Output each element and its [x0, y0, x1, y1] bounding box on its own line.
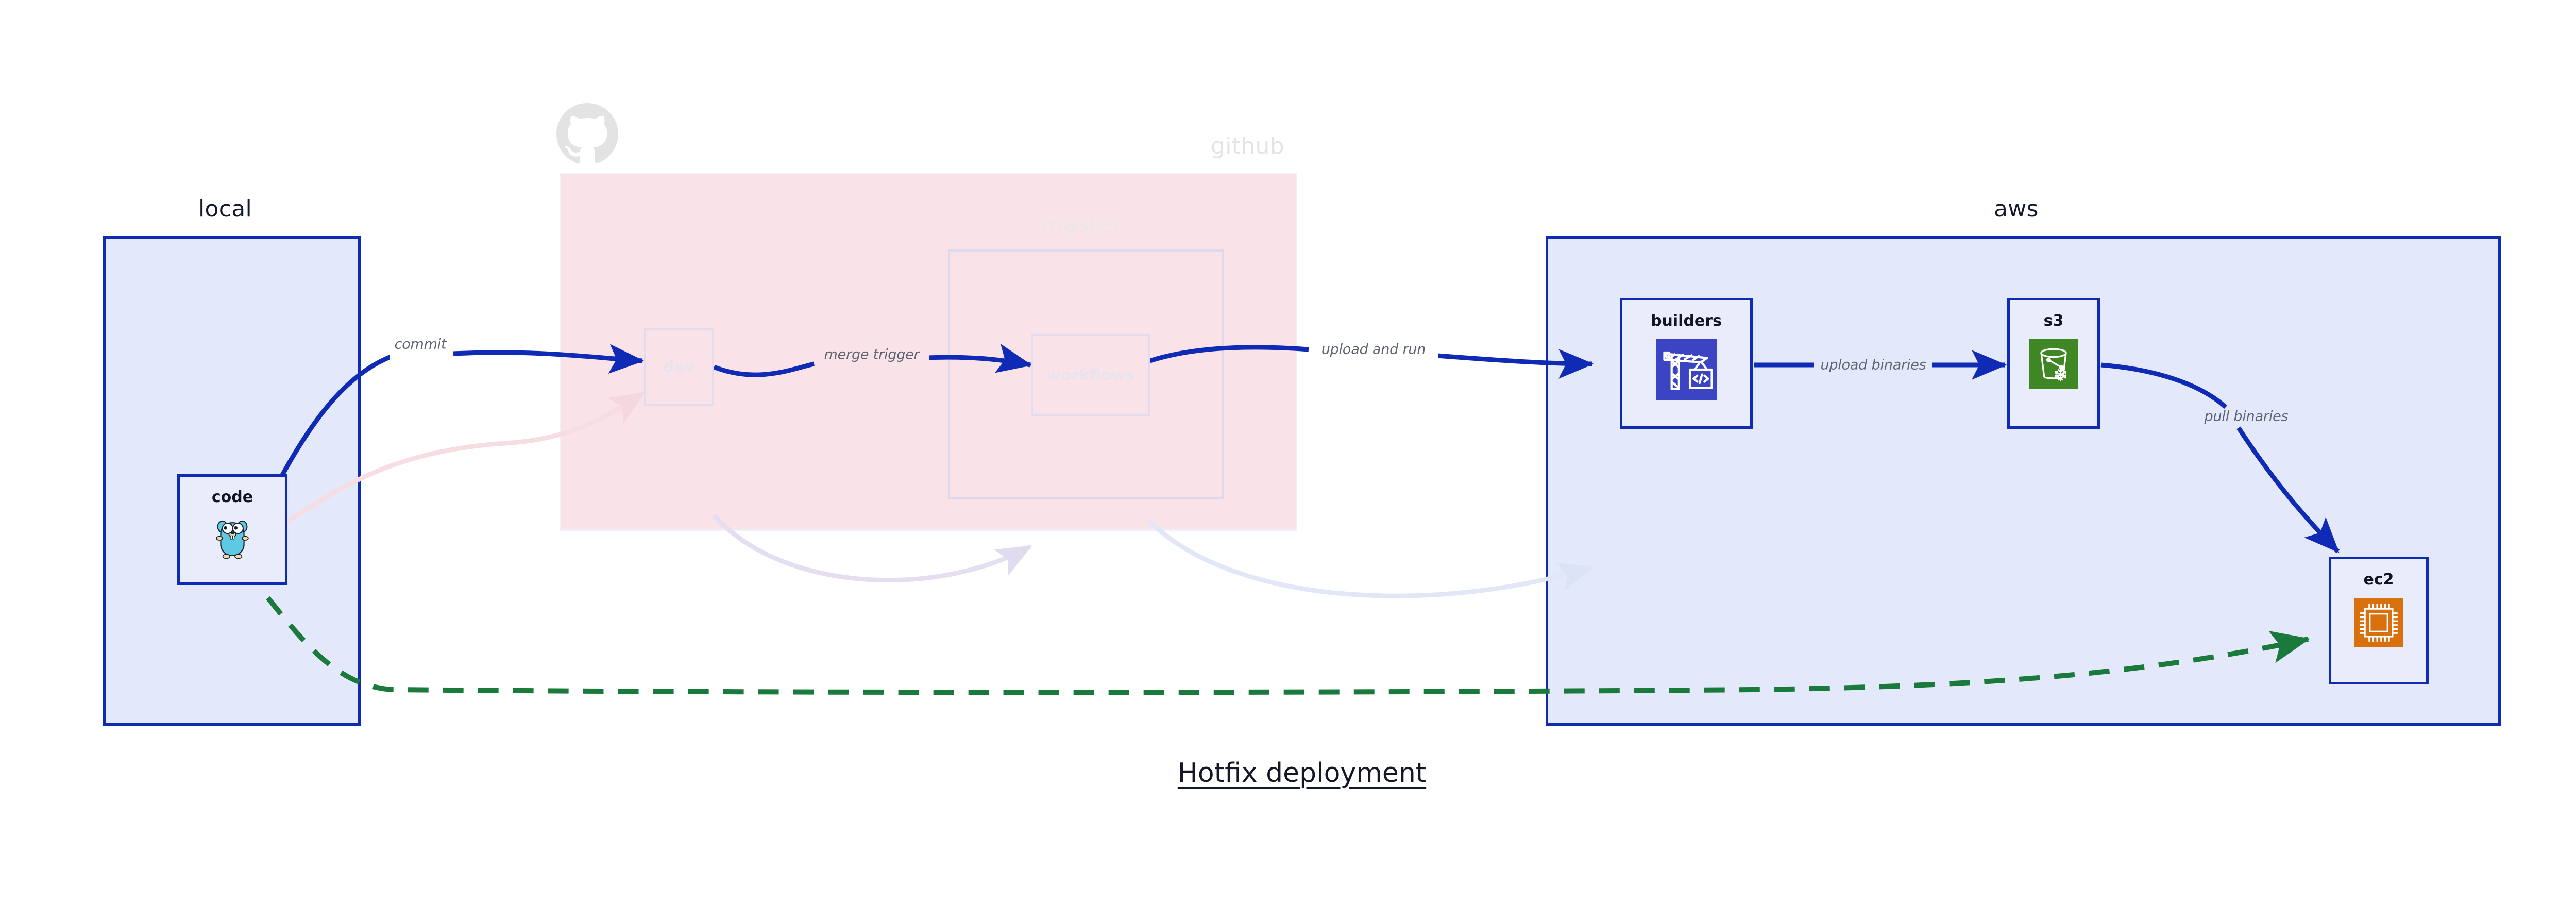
edge-upload-and-run-line — [1149, 345, 1309, 363]
label-mask-commit — [390, 342, 451, 363]
edge-label-upload-binaries: upload binaries — [1820, 357, 1926, 373]
node-label-ec2: ec2 — [2363, 571, 2394, 589]
cpu-chip-icon — [2354, 598, 2403, 647]
edge-pull-binaries-line-2 — [2236, 426, 2340, 554]
edge-commit-line-2 — [453, 344, 645, 374]
group-master — [948, 249, 1224, 499]
edge-hotfix-direct — [266, 596, 2310, 695]
edge-label-pull-binaries: pull binaries — [2204, 408, 2289, 425]
label-mask-upload-and-run — [1309, 341, 1438, 362]
edge-label-merge-trigger: merge trigger — [824, 346, 920, 363]
node-code[interactable]: code — [177, 474, 287, 585]
edge-label-commit: commit — [394, 336, 447, 353]
group-title-aws: aws — [1994, 196, 2039, 222]
edge-faded-workflows-builders — [1147, 519, 1594, 598]
crane-code-icon — [1656, 339, 1717, 400]
edge-pull-binaries-line — [2100, 362, 2228, 409]
label-mask-upload-binaries — [1816, 355, 1930, 375]
edge-merge-trigger-line — [713, 361, 815, 377]
node-label-s3: s3 — [2043, 312, 2064, 330]
group-title-local: local — [198, 196, 252, 222]
node-label-code: code — [211, 488, 253, 506]
edge-faded-dev-workflows — [712, 513, 1032, 583]
node-label-builders: builders — [1651, 312, 1722, 330]
node-label-dev: dev — [663, 358, 695, 376]
node-workflows[interactable]: workflows — [1031, 334, 1150, 416]
edge-faded-code-dev — [230, 391, 646, 554]
bucket-icon — [2029, 339, 2078, 389]
edge-upload-and-run-line-2 — [1437, 349, 1594, 379]
github-octocat-icon — [556, 103, 618, 165]
node-ec2[interactable]: ec2 — [2329, 557, 2429, 684]
node-s3[interactable]: s3 — [2007, 298, 2100, 429]
go-gopher-icon — [209, 515, 256, 565]
edge-label-upload-and-run: upload and run — [1321, 341, 1426, 358]
diagram-caption: Hotfix deployment — [1177, 758, 1427, 789]
label-mask-merge-trigger — [815, 347, 929, 368]
group-title-master: master — [1041, 211, 1122, 238]
node-dev[interactable]: dev — [644, 328, 714, 406]
node-label-workflows: workflows — [1046, 366, 1135, 385]
node-builders[interactable]: builders — [1620, 298, 1753, 429]
group-title-github: github — [1211, 133, 1284, 159]
edge-merge-trigger-line-2 — [927, 344, 1032, 373]
